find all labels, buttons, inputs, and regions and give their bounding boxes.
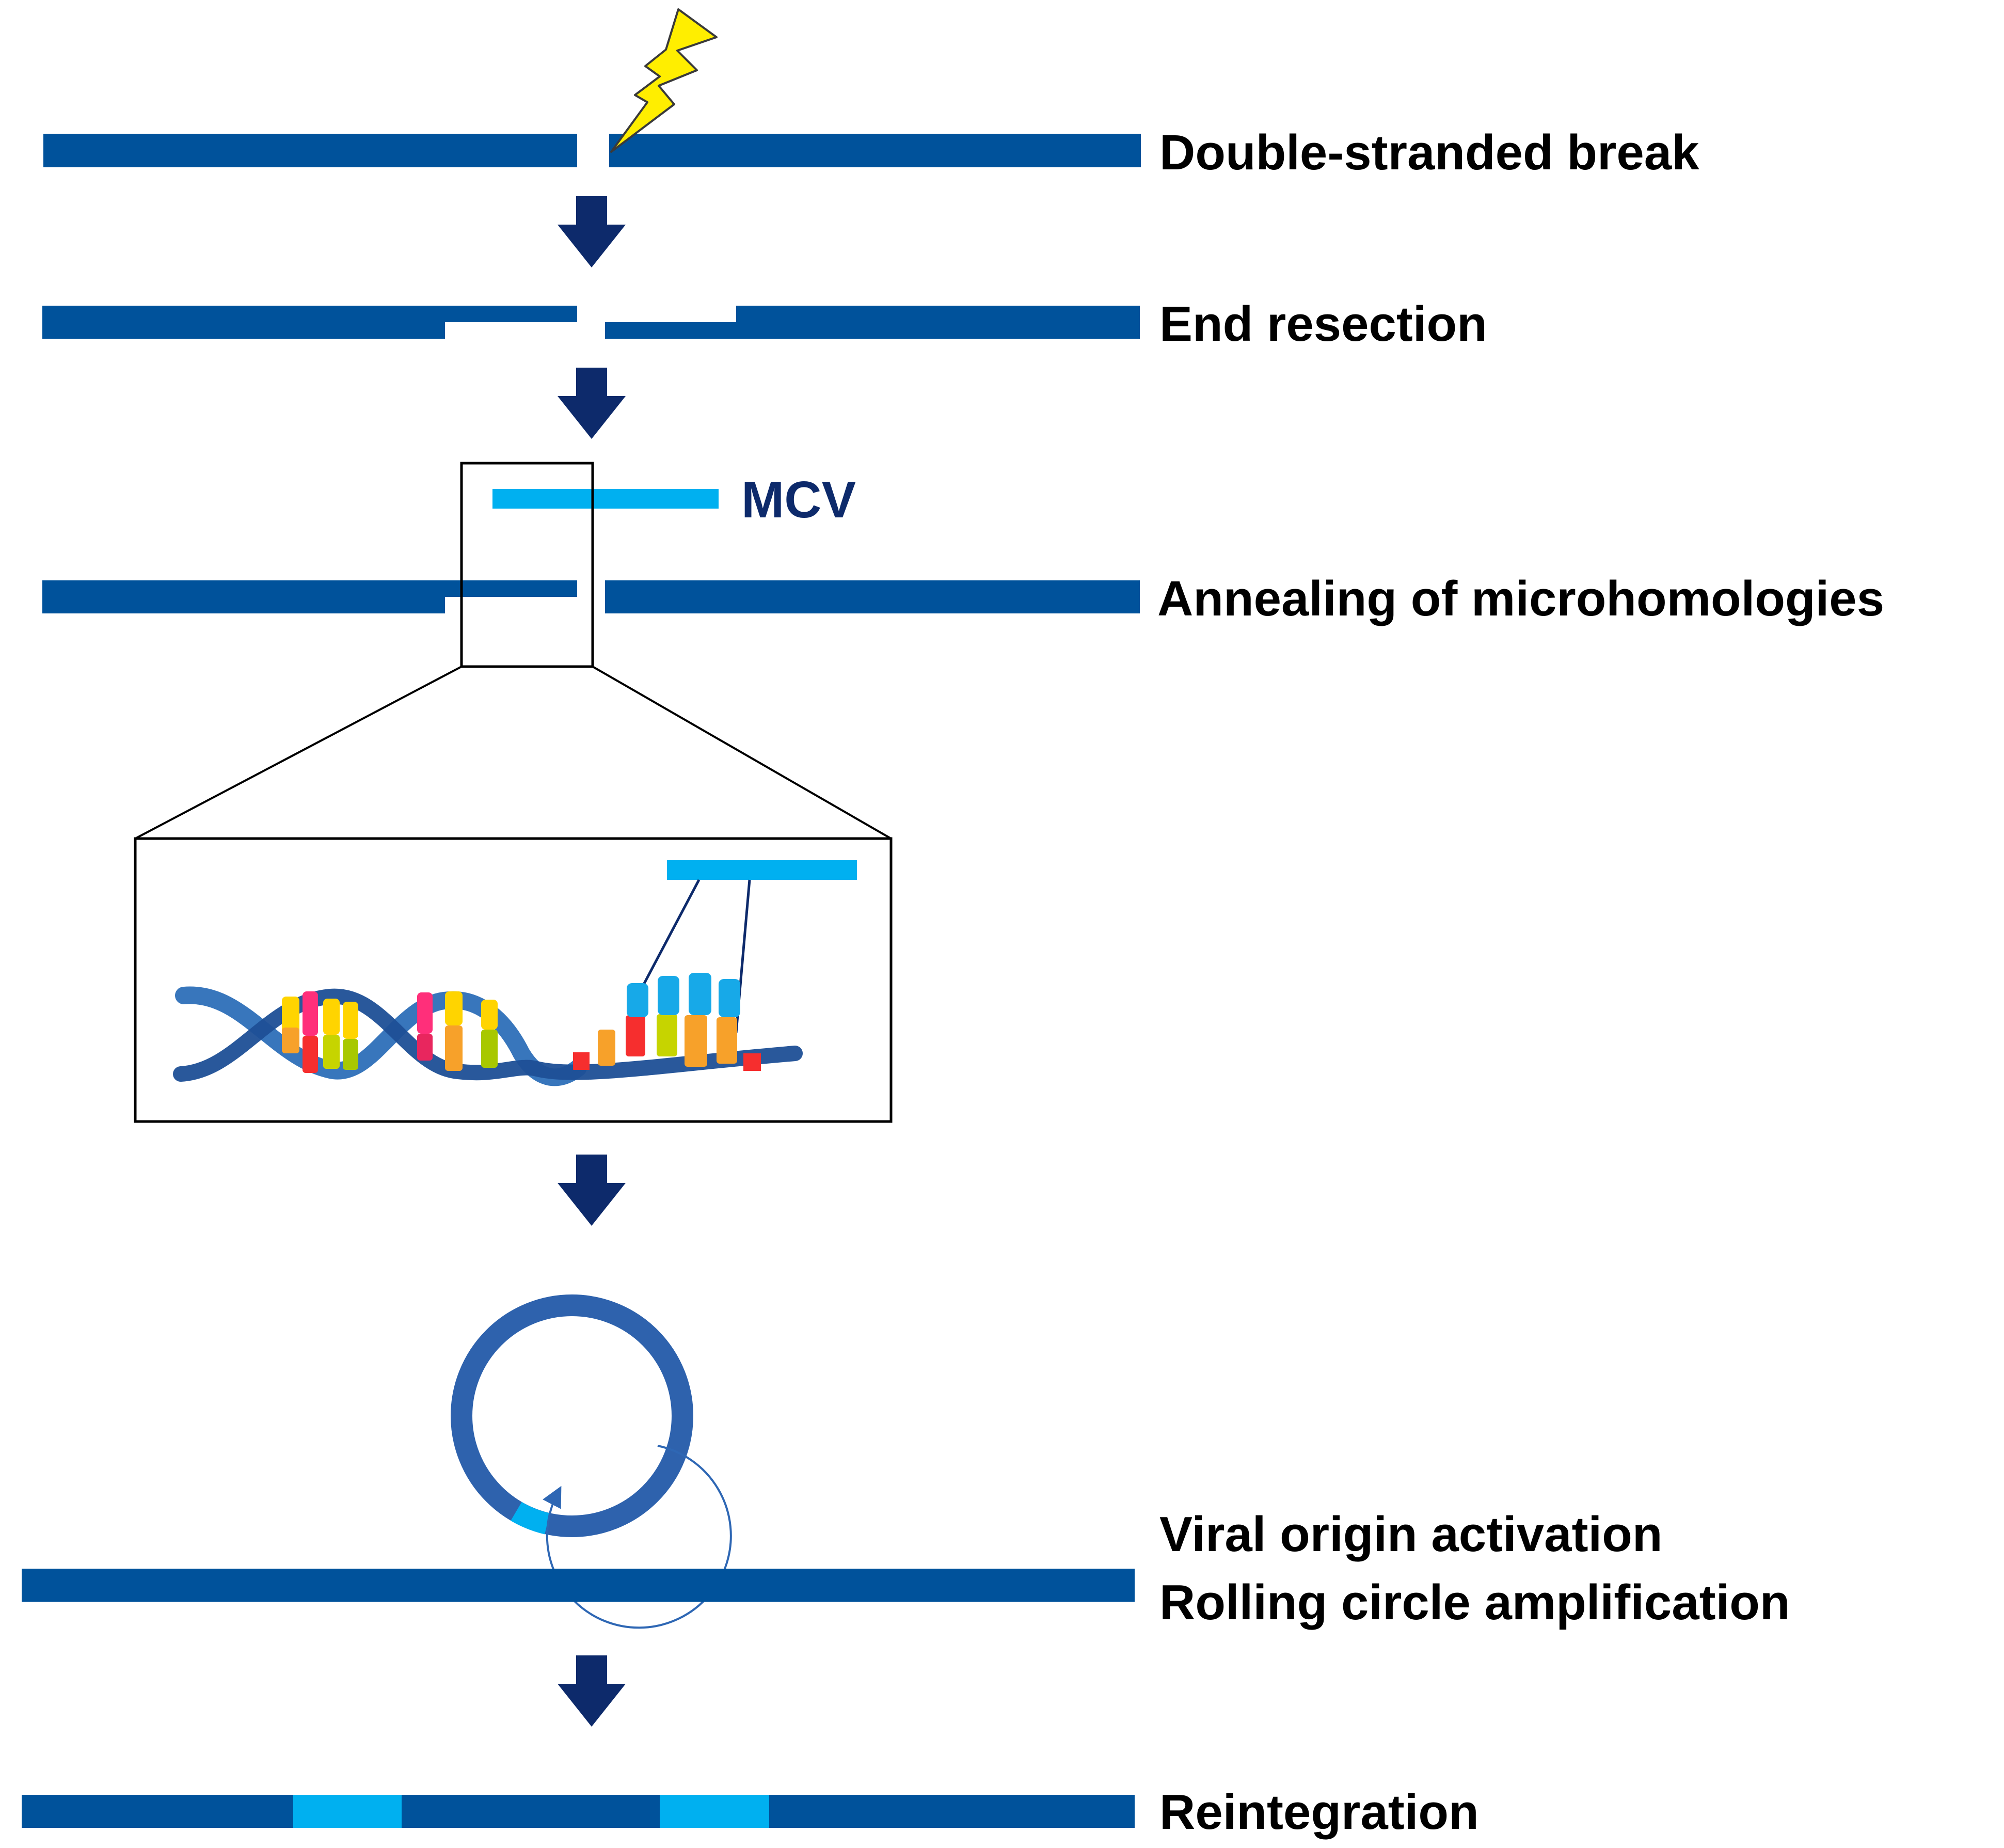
down-arrow-icon [558,368,626,439]
step-label-end-resection: End resection [1159,296,1487,352]
step-label-rolling-circle: Rolling circle amplification [1159,1575,1790,1630]
dsb-dna [43,134,1141,167]
integrated-viral-segment [293,1795,402,1828]
resected-dna [42,306,1140,339]
integrated-viral-segment [660,1795,769,1828]
step-label-viral-origin: Viral origin activation [1159,1507,1663,1562]
mcv-viral-dna [492,489,719,509]
mcv-label: MCV [741,471,856,529]
zoom-detail-box [134,837,893,1123]
zoom-line-right [592,666,892,840]
rolling-circle-dna [22,1569,1135,1602]
zoom-region-box [460,462,594,668]
reintegrated-dna [22,1795,1135,1828]
dna-strand-left [43,134,577,167]
circular-genome-icon [451,1294,732,1629]
step-label-double-stranded-break: Double-stranded break [1159,125,1699,180]
down-arrow-icon [558,1155,626,1226]
lightning-icon [610,8,718,153]
step-label-annealing: Annealing of microhomologies [1157,571,1885,626]
dna-strand-right [609,134,1141,167]
step-label-reintegration: Reintegration [1159,1784,1479,1840]
down-arrow-icon [558,196,626,267]
zoom-line-left [135,666,462,840]
down-arrow-icon [558,1655,626,1727]
annealing-dna [42,580,1140,613]
dna-helix-icon [173,860,857,1086]
